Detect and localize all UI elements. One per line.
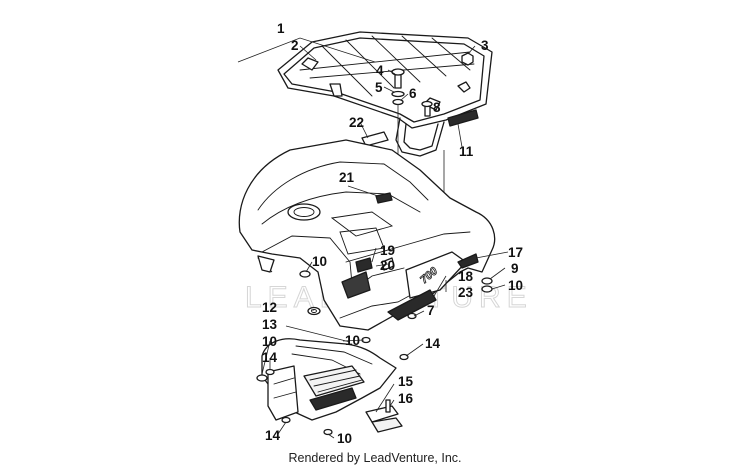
render-credit: Rendered by LeadVenture, Inc.	[288, 451, 461, 465]
callout-12: 12	[262, 300, 277, 315]
callout-11: 11	[459, 144, 474, 159]
callout-14-bottom: 14	[265, 428, 281, 443]
callout-9: 9	[511, 261, 519, 276]
callout-22: 22	[349, 115, 364, 130]
callout-13: 13	[262, 317, 278, 332]
leader-lines	[261, 45, 509, 439]
callout-10-footwell-top: 10	[345, 333, 360, 348]
callouts: 1 2 3 4 5 6 8 11 22 21 19 20 10 17 9 18 …	[262, 21, 523, 446]
callout-19: 19	[380, 243, 395, 258]
callout-10-fender: 10	[312, 254, 327, 269]
callout-7: 7	[427, 303, 435, 318]
callout-21: 21	[339, 170, 355, 185]
callout-16: 16	[398, 391, 414, 406]
callout-3: 3	[481, 38, 489, 53]
callout-10-right: 10	[508, 278, 523, 293]
callout-5: 5	[375, 80, 383, 95]
rear-fender: 700	[238, 139, 496, 331]
plate-22	[361, 131, 389, 147]
callout-18: 18	[458, 269, 474, 284]
callout-1: 1	[277, 21, 285, 36]
callout-10-bottom: 10	[337, 431, 352, 446]
rack-hardware	[391, 52, 474, 117]
callout-17: 17	[508, 245, 523, 260]
callout-2: 2	[291, 38, 299, 53]
footwell-fasteners	[256, 336, 409, 436]
callout-6: 6	[409, 86, 417, 101]
callout-10-left: 10	[262, 334, 277, 349]
callout-23: 23	[458, 285, 474, 300]
callout-8: 8	[433, 100, 441, 115]
callout-15: 15	[398, 374, 414, 389]
callout-14-right: 14	[425, 336, 441, 351]
callout-14-left: 14	[262, 350, 278, 365]
footwell	[261, 338, 397, 421]
callout-20: 20	[380, 258, 395, 273]
footrest-bracket	[365, 399, 403, 433]
callout-4: 4	[376, 63, 384, 78]
